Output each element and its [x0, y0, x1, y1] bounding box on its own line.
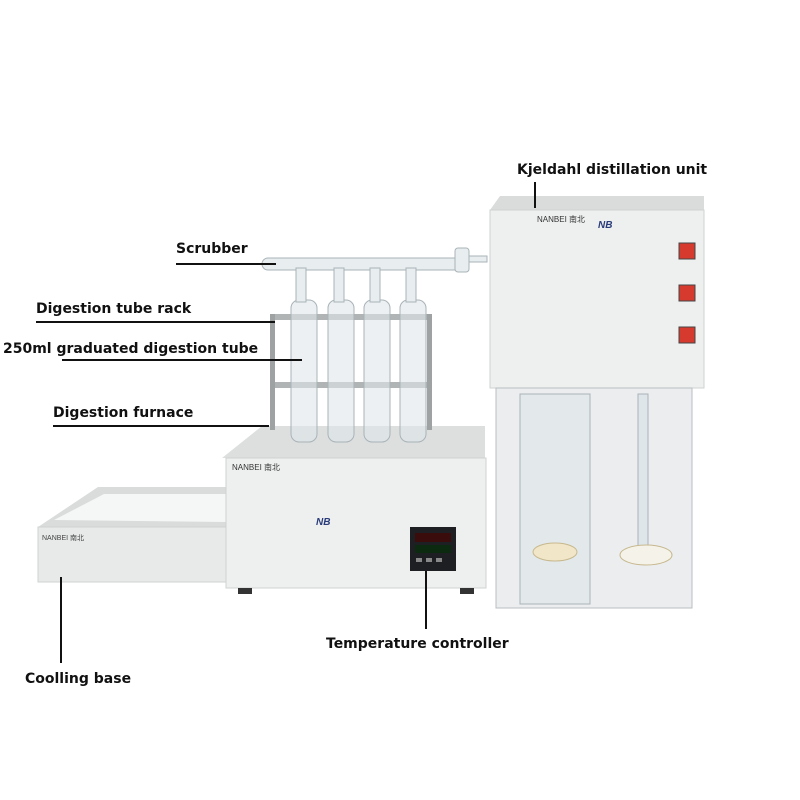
temperature-controller-unit: [410, 527, 456, 571]
power-switches: [678, 242, 696, 344]
distill-brand: NANBEI 南北: [537, 214, 585, 224]
line-controller: [425, 571, 427, 629]
line-cooling: [60, 577, 62, 663]
line-distillation: [534, 182, 536, 208]
furnace-brand: NANBEI 南北: [232, 462, 280, 472]
cooling-base: NANBEI 南北: [37, 487, 233, 583]
line-rack: [36, 321, 275, 323]
digestion-tubes: [290, 299, 427, 443]
label-cooling: Coolling base: [25, 671, 132, 687]
digestion-furnace: NANBEI 南北 NB: [222, 426, 487, 594]
label-furnace: Digestion furnace: [53, 405, 194, 421]
label-distillation: Kjeldahl distillation unit: [517, 162, 708, 178]
kjeldahl-distillation-unit: NANBEI 南北 NB: [489, 196, 705, 609]
label-tube: 250ml graduated digestion tube: [3, 341, 259, 357]
scrubber-glass: [261, 247, 488, 303]
distill-logo: NB: [598, 220, 612, 231]
line-tube: [62, 359, 302, 361]
label-scrubber: Scrubber: [176, 241, 248, 257]
line-furnace: [53, 425, 269, 427]
label-controller: Temperature controller: [326, 636, 509, 652]
line-scrubber: [176, 263, 276, 265]
furnace-logo: NB: [316, 517, 330, 528]
label-rack: Digestion tube rack: [36, 301, 192, 317]
cooling-brand: NANBEI 南北: [42, 533, 84, 542]
